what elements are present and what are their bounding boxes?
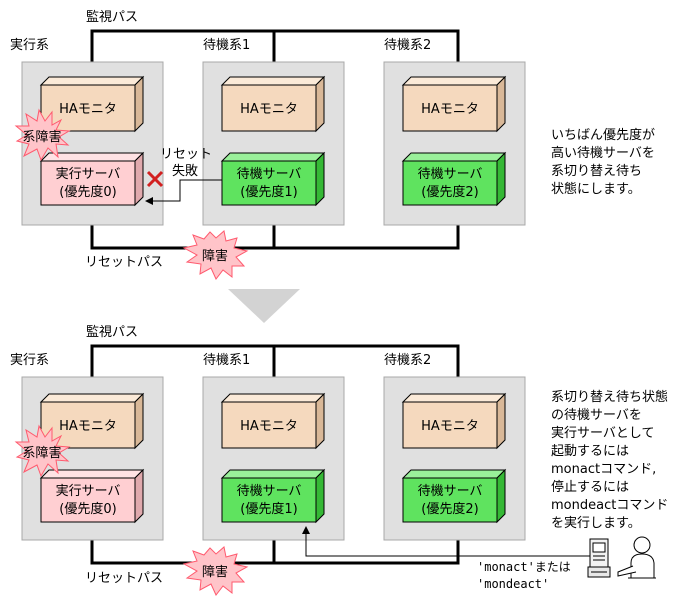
- reset-path-label: リセットパス: [85, 255, 163, 270]
- active-server-priority: (優先度0): [59, 501, 116, 517]
- host-standby2-label: 待機系2: [384, 353, 431, 368]
- ha-monitor-label: HAモニタ: [421, 419, 479, 434]
- system-failure-label: 系障害: [22, 445, 61, 461]
- command-label-1: 'monact'または: [477, 560, 571, 574]
- command-arrow: [302, 526, 594, 557]
- top-note-line: 状態にします。: [551, 181, 641, 197]
- standby1-server-priority: (優先度1): [240, 501, 297, 517]
- ha-monitor-standby2: HAモニタ: [401, 75, 507, 133]
- active-server: 実行サーバ (優先度0): [39, 151, 145, 207]
- ha-monitor-label: HAモニタ: [240, 419, 298, 434]
- top-note-line: いちばん優先度が: [551, 127, 655, 143]
- standby1-server: 待機サーバ (優先度1): [220, 468, 326, 524]
- ha-monitor-active: HAモニタ: [39, 392, 145, 450]
- ha-monitor-standby2: HAモニタ: [401, 392, 507, 450]
- bottom-note-line: の待機サーバを: [551, 408, 642, 423]
- bottom-note-line: 停止するには: [551, 479, 629, 495]
- ha-monitor-standby1: HAモニタ: [220, 392, 326, 450]
- ha-monitor-label: HAモニタ: [59, 419, 117, 434]
- bottom-note-line: 実行サーバとして: [551, 425, 654, 441]
- standby1-server: 待機サーバ (優先度1): [220, 151, 326, 207]
- ha-monitor-label: HAモニタ: [59, 102, 117, 117]
- monitor-path-label: 監視パス: [86, 324, 138, 340]
- bottom-note-line: 起動するには: [551, 444, 629, 459]
- bottom-note: 系切り替え待ち状態 の待機サーバを 実行サーバとして 起動するには monact…: [551, 389, 668, 531]
- top-note-line: 系切り替え待ち: [551, 164, 642, 179]
- top-panel: 監視パス リセットパス 実行系 待機系1 待機系2 HAモニタ HAモニタ HA…: [10, 9, 655, 280]
- reset-attempt-arrow: [145, 179, 222, 205]
- reset-fail-x-icon: [146, 170, 164, 188]
- top-note-line: 高い待機サーバを: [551, 145, 655, 161]
- operator-terminal-icon: [587, 536, 656, 579]
- active-server-priority: (優先度0): [59, 184, 116, 200]
- transition-arrow-down-icon: [228, 289, 300, 323]
- host-standby1-label: 待機系1: [203, 353, 250, 368]
- path-failure-label: 障害: [202, 248, 228, 264]
- standby2-server-priority: (優先度2): [421, 501, 478, 517]
- active-server-label: 実行サーバ: [56, 166, 121, 182]
- bottom-panel: 監視パス リセットパス 実行系 待機系1 待機系2 HAモニタ HAモニタ HA…: [10, 324, 668, 596]
- reset-fail-label-1: リセット: [160, 147, 212, 162]
- bottom-note-line: mondeactコマンド: [551, 498, 668, 513]
- path-failure-burst-icon: 障害: [182, 546, 249, 596]
- ha-monitor-standby1: HAモニタ: [220, 75, 326, 133]
- monitor-path-label: 監視パス: [86, 9, 138, 25]
- bottom-note-line: 系切り替え待ち状態: [551, 389, 668, 405]
- path-failure-burst-icon: 障害: [182, 230, 249, 280]
- standby2-server-label: 待機サーバ: [418, 167, 483, 182]
- standby1-server-label: 待機サーバ: [237, 484, 302, 499]
- host-active-label: 実行系: [10, 37, 49, 53]
- host-standby1-label: 待機系1: [203, 38, 250, 53]
- active-server: 実行サーバ (優先度0): [39, 468, 145, 524]
- standby1-server-priority: (優先度1): [240, 184, 297, 200]
- standby2-server-priority: (優先度2): [421, 184, 478, 200]
- system-failure-label: 系障害: [22, 129, 61, 145]
- system-failure-burst-icon: 系障害: [14, 424, 71, 478]
- standby2-server-label: 待機サーバ: [418, 484, 483, 499]
- command-label-2: 'mondeact': [477, 577, 549, 591]
- top-note: いちばん優先度が 高い待機サーバを 系切り替え待ち 状態にします。: [551, 127, 655, 197]
- reset-path-label: リセットパス: [85, 571, 163, 586]
- standby2-server: 待機サーバ (優先度2): [401, 468, 507, 524]
- host-standby2-label: 待機系2: [384, 38, 431, 53]
- host-active-label: 実行系: [10, 352, 49, 368]
- reset-fail-label-2: 失敗: [172, 164, 198, 179]
- ha-monitor-label: HAモニタ: [240, 102, 298, 117]
- bottom-note-line: を実行します。: [551, 515, 641, 531]
- standby2-server: 待機サーバ (優先度2): [401, 151, 507, 207]
- system-failure-burst-icon: 系障害: [14, 108, 71, 162]
- bottom-note-line: monactコマンド,: [551, 462, 656, 477]
- standby1-server-label: 待機サーバ: [237, 167, 302, 182]
- active-server-label: 実行サーバ: [56, 483, 121, 499]
- path-failure-label: 障害: [202, 564, 228, 580]
- ha-monitor-label: HAモニタ: [421, 102, 479, 117]
